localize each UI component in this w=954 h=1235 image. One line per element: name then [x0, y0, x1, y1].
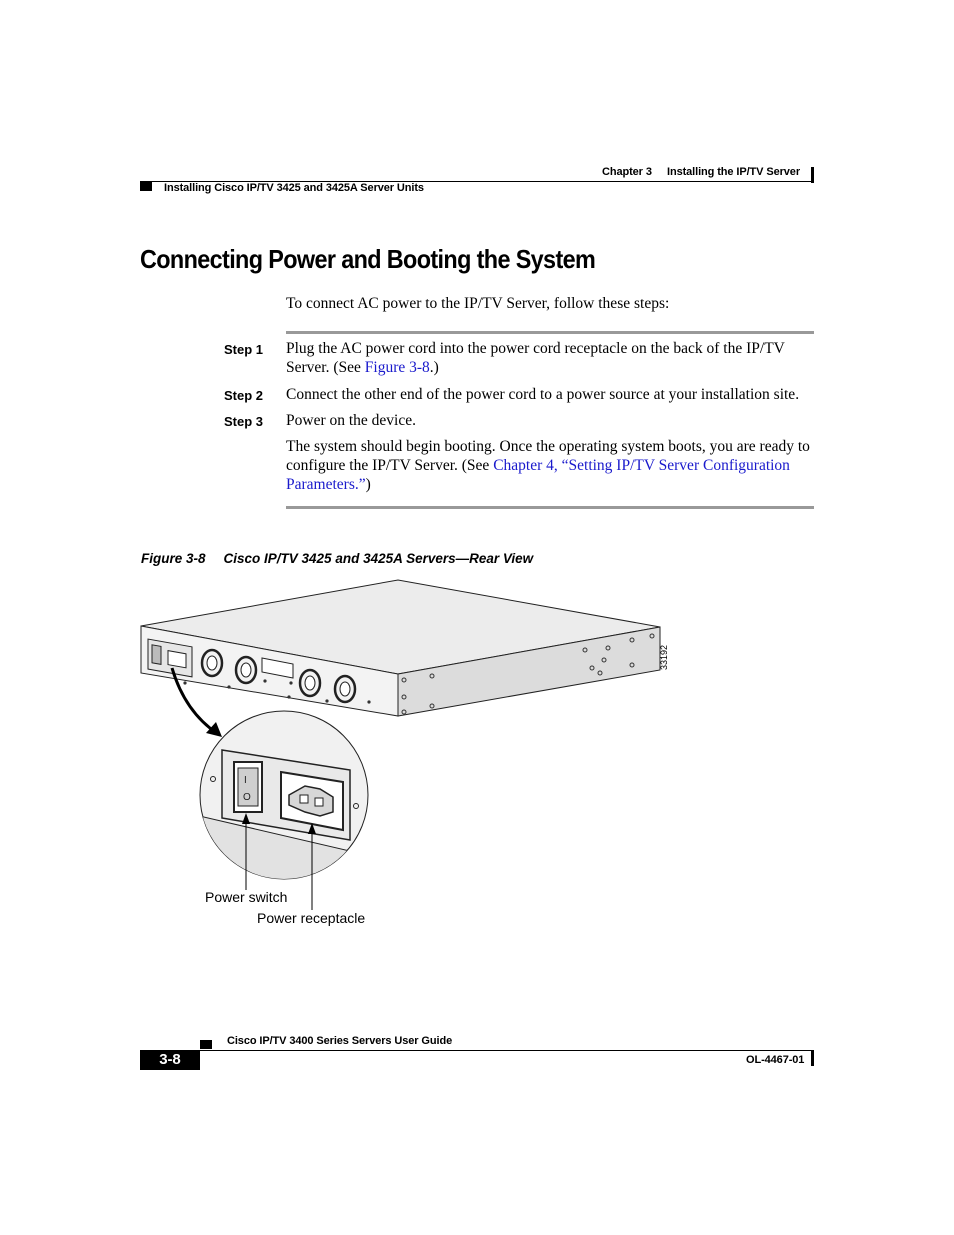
rear-switch-small: [151, 644, 162, 665]
rear-screws: [183, 679, 371, 704]
footer-marker-block: [200, 1040, 212, 1049]
fan-4: [333, 674, 357, 704]
switch-mark-off: O: [243, 792, 251, 803]
steps-bottom-rule: [286, 506, 814, 509]
switch-mark-on: I: [244, 775, 247, 786]
power-receptacle-label: Power receptacle: [257, 910, 366, 926]
rear-port-panel: [261, 657, 294, 679]
steps-top-rule: [286, 331, 814, 334]
footer-doc-id: OL-4467-01: [746, 1054, 805, 1066]
footer-rule: [140, 1050, 813, 1051]
side-screws: [401, 633, 655, 715]
rear-fans: [200, 648, 357, 704]
figure-number: Figure 3-8: [141, 551, 206, 566]
footer-page-number: 3-8: [159, 1051, 181, 1068]
step-3-note-after: ): [365, 476, 371, 493]
step-3-note-before: The system should begin booting. Once th…: [286, 438, 810, 474]
header-section: Installing Cisco IP/TV 3425 and 3425A Se…: [164, 182, 424, 194]
step-2-text: Connect the other end of the power cord …: [286, 386, 800, 403]
fan-1: [200, 648, 224, 678]
header-vertical-rule: [811, 167, 814, 183]
figure-title: Cisco IP/TV 3425 and 3425A Servers—Rear …: [223, 551, 534, 566]
footer-page-number-box: [140, 1050, 200, 1070]
step-3-note: The system should begin booting. Once th…: [286, 437, 816, 494]
header-chapter-title: Installing the IP/TV Server: [667, 166, 801, 178]
footer-vertical-rule: [811, 1050, 814, 1066]
header-rule: [140, 181, 813, 182]
rear-receptacle-small: [167, 650, 187, 669]
step-1-text-before: Plug the AC power cord into the power co…: [286, 340, 785, 376]
step-3-label: Step 3: [224, 414, 264, 429]
step-3-text: Power on the device.: [286, 412, 416, 429]
section-title: Connecting Power and Booting the System: [140, 244, 596, 274]
figure-caption: Figure 3-8 Cisco IP/TV 3425 and 3425A Ser…: [141, 551, 533, 566]
figure-3-8-link[interactable]: Figure 3-8: [364, 359, 430, 376]
intro-paragraph: To connect AC power to the IP/TV Server,…: [286, 295, 670, 312]
header-chapter: Chapter 3: [602, 166, 652, 178]
footer-guide-title: Cisco IP/TV 3400 Series Servers User Gui…: [227, 1035, 453, 1047]
figure-id-number: 33192: [659, 645, 669, 670]
fan-2: [234, 655, 258, 685]
step-1-text: Plug the AC power cord into the power co…: [286, 339, 816, 377]
power-switch-label: Power switch: [205, 889, 288, 905]
chapter-4-link[interactable]: Chapter 4, “Setting IP/TV Server Configu…: [286, 457, 790, 493]
step-1-label: Step 1: [224, 342, 264, 357]
fan-3: [298, 668, 322, 698]
header-marker-block: [140, 182, 152, 191]
step-1-text-after: .): [429, 359, 439, 376]
step-2-label: Step 2: [224, 388, 264, 403]
